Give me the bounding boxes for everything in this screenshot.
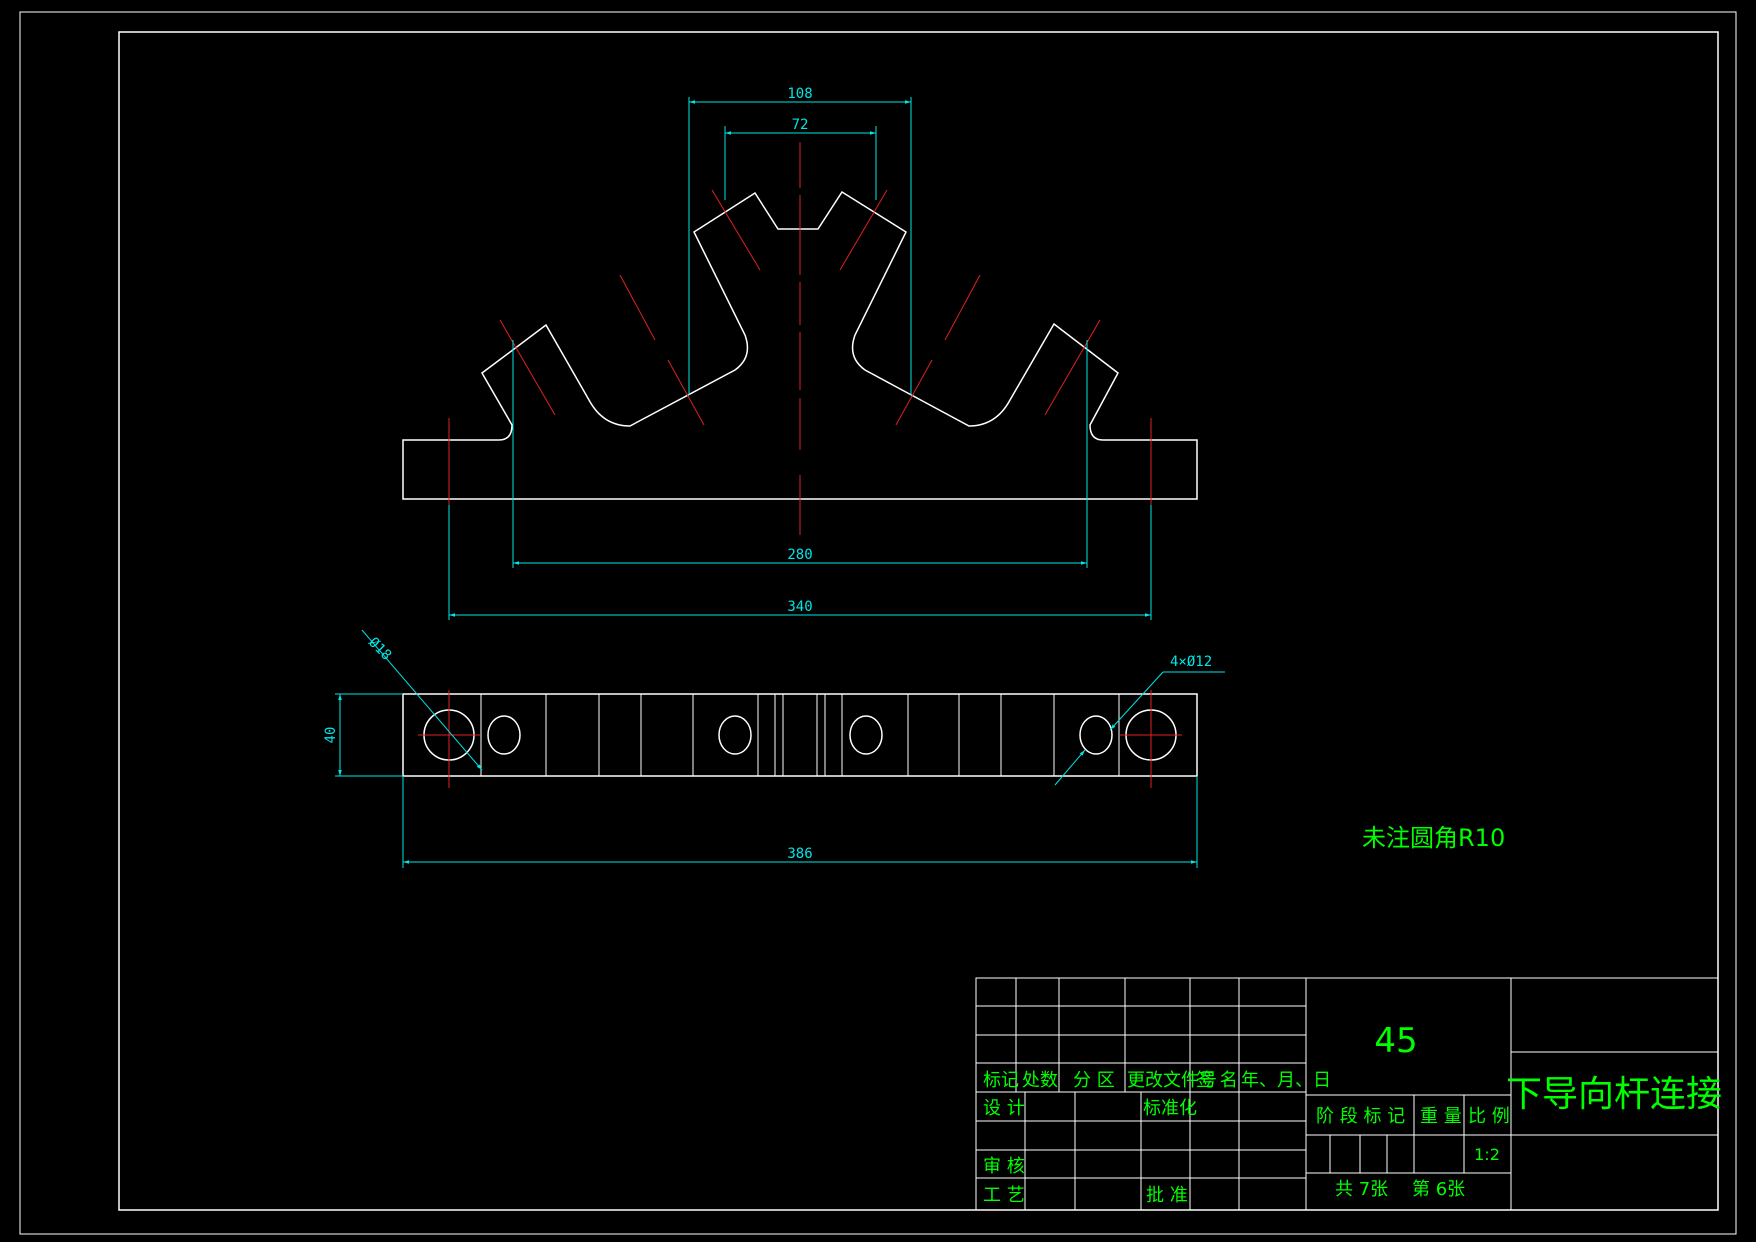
label-weight: 重 量 [1420, 1106, 1462, 1127]
bar-section-lines [480, 694, 1120, 776]
bar-outline [402, 693, 1198, 777]
material: 45 [1374, 1021, 1417, 1061]
label-date: 年、月、日 [1241, 1070, 1331, 1091]
dimension-108 [688, 97, 912, 395]
dimension-d18-leader [361, 629, 483, 771]
label-approve: 批 准 [1146, 1185, 1188, 1206]
centerlines [448, 142, 1152, 535]
dimension-40 [335, 693, 403, 777]
dimension-386 [402, 776, 1198, 868]
outer-border [19, 11, 1737, 1235]
label-standardize: 标准化 [1143, 1098, 1197, 1119]
label-count: 处数 [1022, 1070, 1058, 1091]
dimension-340-label: 340 [787, 599, 812, 615]
hole-centerlines [418, 690, 1182, 788]
dimension-340 [448, 505, 1152, 620]
dimension-280-label: 280 [787, 547, 812, 563]
inner-border [118, 31, 1719, 1211]
label-mark: 标记 [983, 1070, 1019, 1091]
holes [423, 709, 1177, 761]
fillet-note: 未注圆角R10 [1362, 824, 1505, 852]
dimension-280 [512, 340, 1088, 568]
top-view: Ø18 4×Ø12 40 386 [323, 629, 1225, 868]
sheet-total: 共 7张 [1335, 1179, 1388, 1200]
scale-value: 1:2 [1474, 1145, 1500, 1164]
sheet-current: 第 6张 [1412, 1179, 1465, 1200]
dimension-d12-label: 4×Ø12 [1170, 654, 1212, 670]
dimension-72-label: 72 [792, 117, 809, 133]
part-outline [402, 190, 1198, 500]
dimension-386-label: 386 [787, 846, 812, 862]
label-stage-mark: 阶 段 标 记 [1316, 1106, 1405, 1127]
label-process: 工 艺 [983, 1185, 1025, 1206]
label-review: 审 核 [983, 1156, 1025, 1177]
dimension-72 [724, 126, 877, 200]
dimension-40-label: 40 [323, 727, 339, 744]
label-zone: 分 区 [1073, 1070, 1115, 1091]
title-block [975, 977, 1719, 1211]
label-scale: 比 例 [1468, 1106, 1510, 1127]
dimension-d12-leader [1054, 671, 1225, 786]
label-signature: 签 名 [1196, 1070, 1238, 1091]
label-change-doc: 更改文件号 [1127, 1070, 1217, 1091]
dimension-108-label: 108 [787, 86, 812, 102]
label-design: 设 计 [983, 1098, 1025, 1119]
part-name: 下导向杆连接 [1506, 1074, 1722, 1115]
front-view: 108 72 280 340 [402, 86, 1198, 620]
